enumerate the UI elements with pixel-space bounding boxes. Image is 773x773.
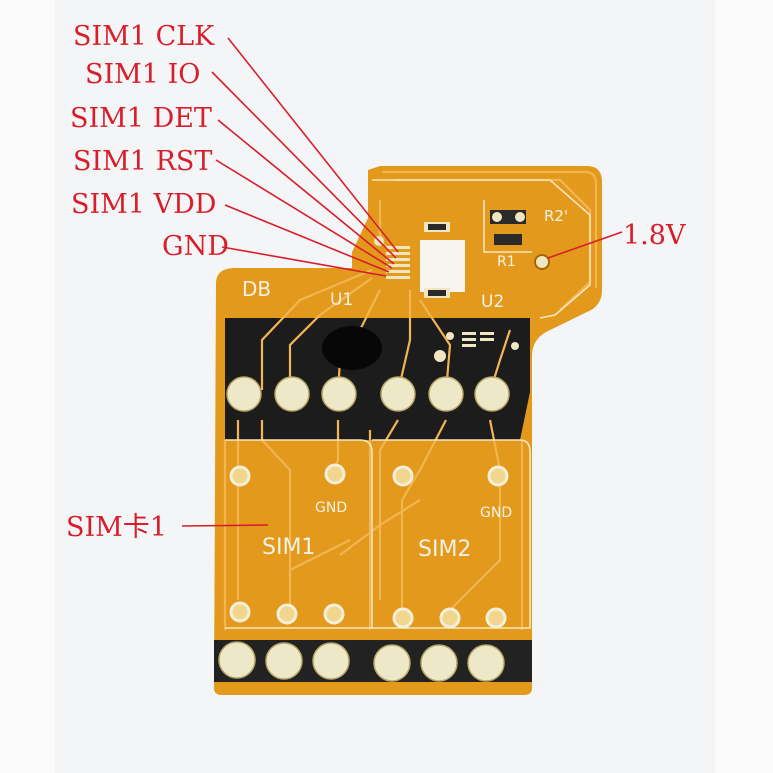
pcb-board: DB U1 U2 R1 R2' GND GND SIM1 SIM2 (214, 166, 602, 695)
lower-via-row (229, 601, 507, 629)
label-sim1-clk: SIM1 CLK (73, 21, 215, 52)
silk-u2-label: U2 (481, 292, 504, 312)
upper-pad (380, 376, 416, 412)
lower-via (485, 607, 507, 629)
bottom-pad-row (218, 641, 505, 682)
ic-inner-dark-top (428, 224, 446, 230)
silk-gnd-2: GND (480, 505, 512, 521)
silk-r2-label: R2' (544, 207, 568, 225)
upper-pad (321, 376, 357, 412)
label-voltage: 1.8V (623, 220, 686, 251)
silk-gnd-1: GND (315, 500, 347, 516)
label-sim1-vdd: SIM1 VDD (71, 189, 216, 220)
silk-sim1: SIM1 (262, 535, 315, 560)
label-sim1-io: SIM1 IO (85, 59, 200, 90)
upper-pad (428, 376, 464, 412)
lower-via (229, 601, 251, 623)
middle-via (392, 465, 414, 487)
lower-via (392, 607, 414, 629)
epoxy-blob (322, 326, 382, 370)
bottom-pad (265, 642, 303, 680)
test-pad-1v8 (534, 254, 550, 270)
upper-pad-row (226, 376, 510, 412)
label-gnd: GND (162, 231, 229, 262)
resistor-r2-pad-right (515, 212, 525, 222)
lower-via (276, 603, 298, 625)
upper-pad (226, 376, 262, 412)
label-sim-card-1: SIM卡1 (66, 512, 167, 543)
upper-pad (274, 376, 310, 412)
ic-window (420, 240, 465, 292)
middle-via (229, 465, 251, 487)
lower-via (439, 607, 461, 629)
silk-u1-label: U1 (330, 290, 353, 310)
bottom-pad (467, 644, 505, 682)
silk-sim2: SIM2 (418, 537, 471, 562)
middle-via-row (229, 463, 509, 487)
bottom-pad (420, 644, 458, 682)
middle-via (487, 465, 509, 487)
silk-r1-label: R1 (497, 254, 516, 270)
chip-u2 (434, 332, 519, 362)
bottom-pad (218, 641, 256, 679)
annotation-leader-lines (181, 37, 623, 527)
bottom-pad (312, 642, 350, 680)
resistor-r2-pad-left (492, 212, 502, 222)
ic-inner-dark-bottom (428, 290, 446, 296)
resistor-outline (483, 200, 532, 253)
label-sim1-rst: SIM1 RST (73, 146, 212, 177)
bottom-pad (373, 644, 411, 682)
resistor-r1 (494, 234, 522, 245)
middle-via (324, 463, 346, 485)
silk-board-label: DB (242, 277, 271, 301)
lower-via (323, 603, 345, 625)
silkscreen-outlines (225, 179, 591, 629)
fpc-connector-pins (386, 246, 410, 279)
label-sim1-det: SIM1 DET (70, 103, 212, 134)
upper-pad (474, 376, 510, 412)
